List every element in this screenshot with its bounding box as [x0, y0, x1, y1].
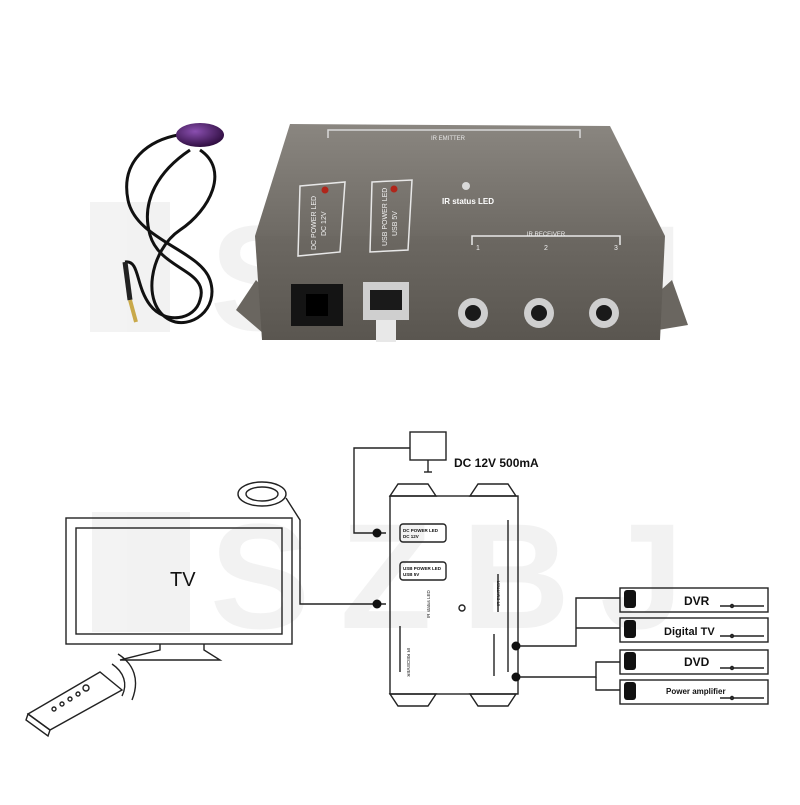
photo-ir-emitter-label: IR EMITTER [431, 136, 466, 142]
box-status-label: IR status LED [426, 589, 431, 618]
receiver-jack-icons [458, 298, 619, 328]
repeater-box-diagram [389, 495, 519, 695]
device-label-digital-tv: Digital TV [664, 626, 715, 638]
device-dvr [619, 587, 769, 613]
ir-repeater-box-photo: IR EMITTER DC POWER LED DC 12V USB POWER… [236, 124, 688, 342]
power-adapter-icon [409, 431, 447, 461]
box-usb-label-1: USB POWER LED [403, 566, 442, 571]
ir-receiver-cable [122, 123, 224, 325]
remote-control-icon [25, 653, 137, 738]
photo-port-2: 2 [544, 245, 548, 252]
photo-usb-led-label-1: USB POWER LED [382, 188, 389, 246]
ir-status-led-icon [462, 182, 470, 190]
ir-eye-diagram-icon [237, 481, 287, 507]
photo-port-3: 3 [614, 245, 618, 252]
photo-dc-led-label-1: DC POWER LED [311, 196, 318, 250]
tv-label: TV [170, 569, 196, 591]
box-dc-label-2: DC 12V [403, 534, 419, 539]
box-dc-label-1: DC POWER LED [403, 528, 439, 533]
dc-led-icon [321, 186, 329, 194]
photo-dc-led-label-2: DC 12V [321, 211, 328, 236]
device-power-amplifier [619, 679, 769, 705]
photo-ir-receiver-label: IR RECEIVER [527, 232, 566, 238]
box-usb-label-2: USB 5V [403, 572, 419, 577]
power-spec-label: DC 12V 500mA [454, 456, 539, 470]
box-receiver-label: IR RECEIVER [406, 648, 411, 678]
emitter-routing [520, 597, 620, 691]
usb-led-icon [390, 185, 398, 193]
device-dvd [619, 649, 769, 675]
photo-ir-status-label: IR status LED [442, 197, 494, 206]
device-label-power-amplifier: Power amplifier [666, 687, 726, 696]
photo-port-1: 1 [476, 245, 480, 252]
watermark-text-lower: SZBJ [210, 492, 713, 660]
connection-diagram [25, 431, 519, 738]
ir-eye-icon [176, 123, 224, 147]
photo-usb-led-label-2: USB 5V [392, 211, 399, 236]
device-stack [619, 587, 769, 705]
emitter-heads [624, 590, 636, 700]
box-emitter-label: IR EMITTER [496, 580, 501, 606]
device-label-dvd: DVD [684, 655, 710, 669]
tv-icon [65, 517, 293, 645]
device-label-dvr: DVR [684, 594, 710, 608]
device-digital-tv [619, 617, 769, 643]
port-dots [372, 528, 521, 682]
